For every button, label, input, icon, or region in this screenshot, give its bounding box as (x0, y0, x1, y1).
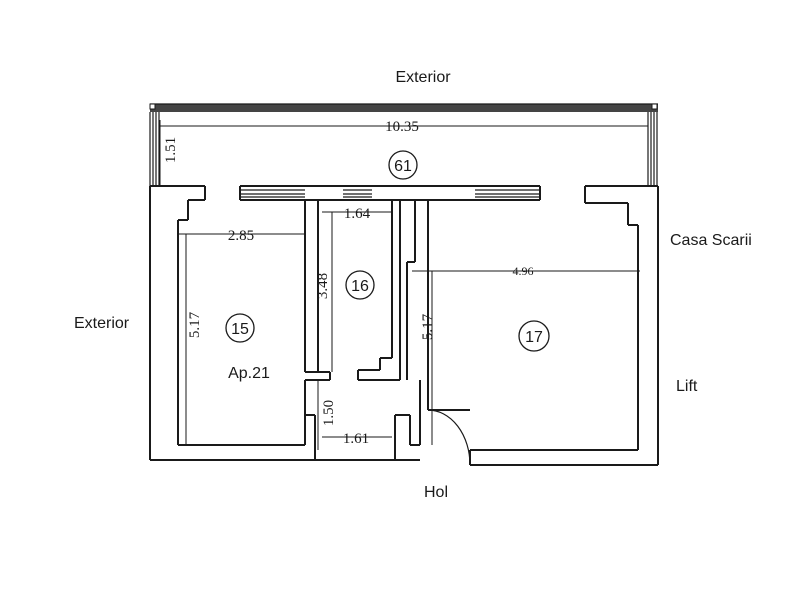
dimension-lines (159, 120, 648, 450)
label-casa-scarii: Casa Scarii (670, 232, 752, 249)
room-number-17: 17 (525, 329, 543, 346)
room-marker-15: 15 (225, 313, 255, 343)
dim-room17-width: 4.96 (513, 264, 534, 278)
dim-room15-depth: 5.17 (187, 311, 203, 338)
dim-room15-width: 2.85 (228, 228, 254, 244)
label-hol: Hol (424, 484, 448, 501)
dim-room16-width: 1.64 (344, 206, 371, 222)
room-marker-16: 16 (345, 270, 375, 300)
outer-walls (149, 185, 659, 466)
room-marker-17: 17 (518, 320, 550, 352)
label-lift: Lift (676, 378, 698, 395)
dim-balcony-width: 10.35 (385, 119, 419, 135)
label-exterior-top: Exterior (395, 69, 451, 86)
dim-hall-depth: 1.50 (321, 400, 337, 426)
dim-balcony-depth: 1.51 (163, 137, 179, 163)
dim-room17-depth: 5.17 (420, 313, 436, 340)
balcony (149, 103, 658, 186)
dim-room16-depth: 3.48 (315, 273, 331, 299)
dim-hall-width: 1.61 (343, 431, 369, 447)
room-number-61: 61 (394, 158, 412, 175)
interior-walls (239, 185, 541, 466)
label-exterior-left: Exterior (74, 315, 130, 332)
room-number-16: 16 (351, 278, 369, 295)
room-marker-61: 61 (388, 150, 418, 180)
apartment-label: Ap.21 (228, 365, 270, 382)
room-number-15: 15 (231, 321, 249, 338)
